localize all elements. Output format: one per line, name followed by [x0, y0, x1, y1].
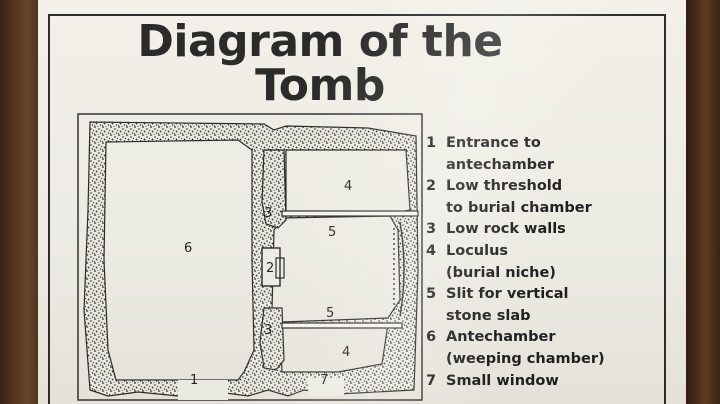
tomb-floor-plan: 6 1 7 2 3 3 4 4 5 5	[77, 113, 423, 401]
entrance-gap	[178, 380, 228, 400]
threshold-inner	[275, 257, 285, 279]
legend-number: 1	[426, 135, 437, 151]
plan-label-threshold: 2	[266, 261, 274, 276]
chamber-wall-edge	[399, 221, 405, 317]
plan-label-rock-wall-bottom: 3	[264, 323, 272, 338]
legend-number: 7	[426, 372, 437, 389]
legend-text: Low rock walls	[446, 221, 566, 238]
sign-title: Diagram of the Tomb	[137, 16, 503, 111]
legend-text: Small window	[446, 372, 559, 389]
rock-mass	[83, 121, 419, 397]
wooden-frame-right	[684, 0, 720, 404]
rock-wall-top	[261, 149, 287, 229]
plan-label-slit-top: 5	[328, 225, 336, 240]
information-sign	[38, 0, 686, 404]
sign-border	[48, 14, 666, 404]
plan-label-entrance: 1	[190, 373, 198, 388]
window-gap	[308, 378, 344, 396]
legend-text: Entrance to antechamber	[446, 135, 555, 173]
legend: 1 Entrance to antechamber 2 Low threshold t…	[426, 133, 641, 392]
plan-label-rock-wall-top: 3	[264, 206, 272, 221]
wooden-frame-left	[0, 0, 40, 404]
legend-item: 3 Low rock walls	[426, 219, 641, 241]
legend-number: 6	[426, 329, 437, 346]
legend-item: 2 Low threshold to burial chamber	[426, 176, 641, 219]
legend-item: 6 Antechamber (weeping chamber)	[426, 327, 641, 370]
legend-item: 1 Entrance to antechamber	[426, 133, 641, 176]
legend-item: 7 Small window	[426, 371, 641, 393]
rock-wall-bottom	[259, 307, 285, 371]
legend-item: 4 Loculus (burial niche)	[426, 241, 641, 284]
legend-number: 5	[426, 286, 437, 303]
plan-label-loculus-top: 4	[344, 179, 352, 194]
legend-number: 4	[426, 242, 437, 259]
slit-top	[281, 210, 419, 217]
legend-text: Slit for vertical stone slab	[446, 286, 569, 324]
legend-text: Low threshold to burial chamber	[446, 178, 592, 216]
legend-number: 2	[426, 178, 437, 195]
plan-label-window: 7	[320, 373, 328, 388]
legend-number: 3	[426, 221, 437, 238]
slit-bottom	[281, 322, 403, 329]
legend-item: 5 Slit for vertical stone slab	[426, 284, 641, 327]
legend-text: Loculus (burial niche)	[446, 242, 556, 281]
plan-label-loculus-bottom: 4	[342, 345, 350, 360]
plan-outer-frame	[77, 113, 423, 401]
plan-label-slit-bottom: 5	[326, 306, 334, 321]
plan-label-antechamber: 6	[184, 241, 192, 256]
legend-text: Antechamber (weeping chamber)	[446, 329, 605, 367]
